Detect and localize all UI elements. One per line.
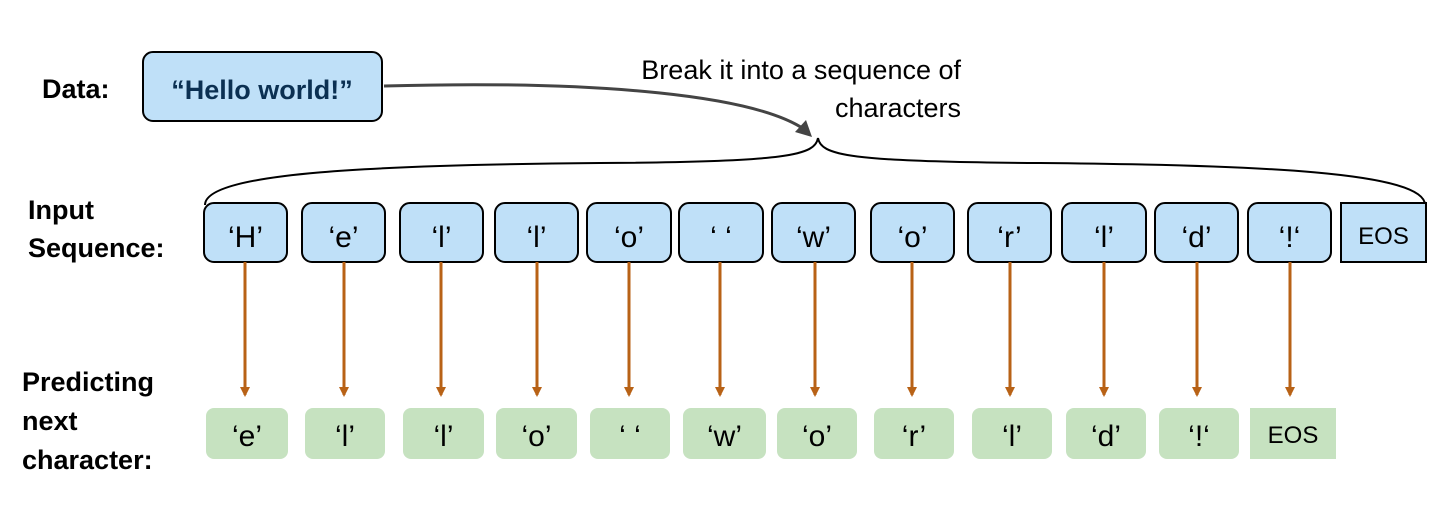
output-token-box xyxy=(1250,408,1336,459)
input-token-label: ‘d’ xyxy=(1181,221,1211,254)
input-sequence-row: ‘H’ ‘e’ ‘l’ ‘l’ ‘o’ ‘ ‘ ‘w’ ‘o’ ‘r’ ‘l’ ‘d’ ‘!‘ EOS xyxy=(203,202,1427,263)
grouping-brace xyxy=(204,137,1426,206)
output-token-label: ‘w’ xyxy=(707,420,742,453)
input-token-label: ‘ ‘ xyxy=(710,221,732,254)
output-token-box xyxy=(1066,408,1146,459)
output-token-label: ‘l’ xyxy=(1002,420,1022,453)
output-token-label: ‘l’ xyxy=(335,420,355,453)
prediction-arrows xyxy=(240,262,1295,397)
input-token-label: ‘l’ xyxy=(432,221,452,254)
output-sequence-row: ‘e’ ‘l’ ‘l’ ‘o’ ‘ ‘ ‘w’ ‘o’ ‘r’ ‘l’ ‘d’ ‘!‘ EOS xyxy=(206,408,1336,459)
output-token-box xyxy=(496,408,577,459)
output-token-label: ‘e’ xyxy=(232,420,262,453)
input-token-label: ‘o’ xyxy=(897,221,927,254)
output-token-box xyxy=(777,408,857,459)
output-token-box xyxy=(1159,408,1239,459)
input-token-label: EOS xyxy=(1358,223,1409,250)
input-token-box xyxy=(1340,202,1427,263)
input-token-label: ‘l’ xyxy=(1094,221,1114,254)
input-token-label: ‘!‘ xyxy=(1279,221,1301,254)
data-label: Data: xyxy=(42,74,110,104)
input-token-label: ‘r’ xyxy=(997,221,1021,254)
annotation-line2: characters xyxy=(835,93,961,123)
output-token-box xyxy=(305,408,385,459)
predict-label-line2: next xyxy=(22,406,78,436)
output-token-label: ‘r’ xyxy=(902,420,926,453)
curved-arrow-head xyxy=(795,120,812,137)
input-label-line1: Input xyxy=(28,195,94,225)
output-token-label: ‘ ‘ xyxy=(619,420,641,453)
output-token-box xyxy=(972,408,1052,459)
input-token-label: ‘w’ xyxy=(796,221,831,254)
input-token-label: ‘l’ xyxy=(527,221,547,254)
output-token-label: ‘o’ xyxy=(802,420,832,453)
input-label-line2: Sequence: xyxy=(28,233,165,263)
curved-arrow xyxy=(383,83,809,134)
output-token-label: ‘l’ xyxy=(434,420,454,453)
output-token-box xyxy=(403,408,484,459)
output-token-label: EOS xyxy=(1268,422,1319,449)
output-token-label: ‘d’ xyxy=(1091,420,1121,453)
annotation-line1: Break it into a sequence of xyxy=(641,55,961,85)
output-token-box xyxy=(590,408,670,459)
data-text: “Hello world!” xyxy=(171,75,353,105)
predict-label-line3: character: xyxy=(22,445,153,475)
predict-label-line1: Predicting xyxy=(22,367,154,397)
output-token-box xyxy=(683,408,766,459)
output-token-label: ‘!‘ xyxy=(1188,420,1210,453)
output-token-box xyxy=(874,408,954,459)
input-token-label: ‘e’ xyxy=(328,221,358,254)
output-token-box xyxy=(206,408,288,459)
output-token-label: ‘o’ xyxy=(521,420,551,453)
input-token-label: ‘o’ xyxy=(614,221,644,254)
input-token-label: ‘H’ xyxy=(228,221,263,254)
data-box xyxy=(142,51,383,122)
